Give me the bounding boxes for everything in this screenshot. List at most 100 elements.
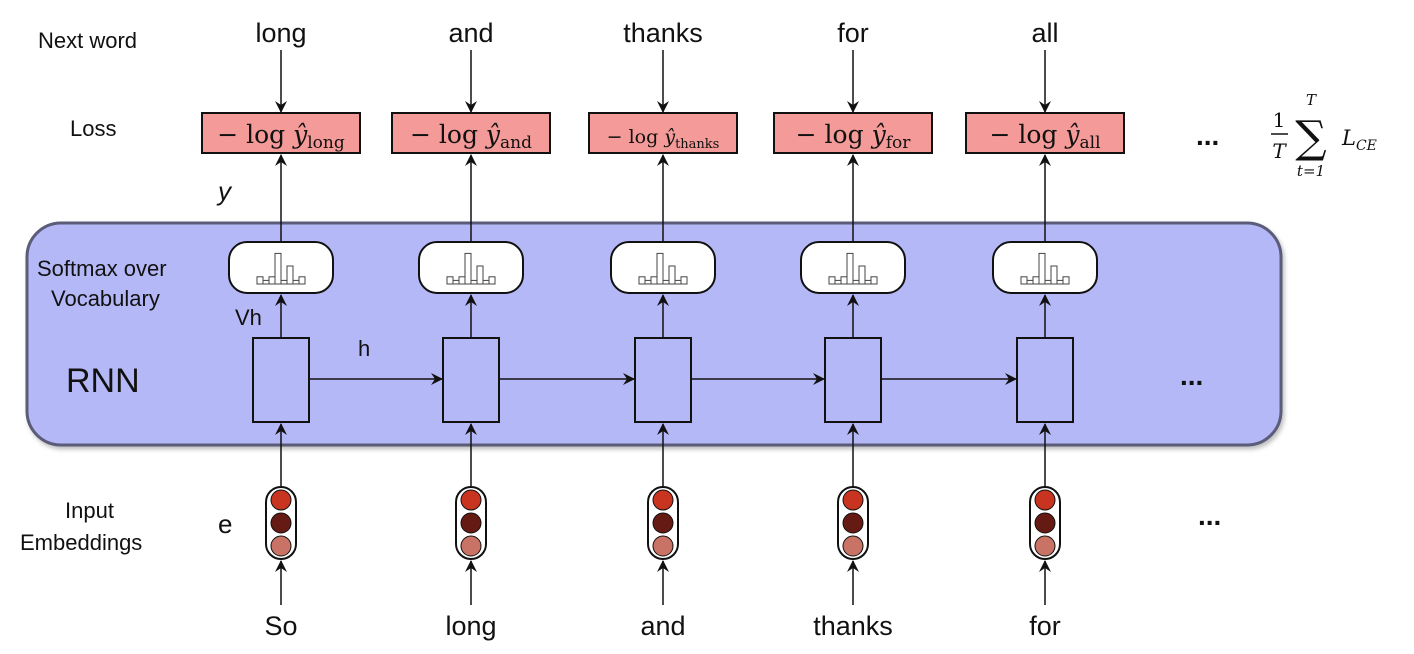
ellipsis-rnn: ... <box>1180 360 1203 391</box>
total-loss-formula: 1 T T ∑ t=1 LCE <box>1271 91 1377 180</box>
loss-yhat: ŷ <box>663 126 675 148</box>
formula-denominator: T <box>1272 139 1287 163</box>
softmax-bar <box>476 265 484 285</box>
embedding-dot <box>652 512 674 534</box>
embedding-dot <box>460 535 482 557</box>
input-word-label: for <box>1029 611 1061 641</box>
softmax-bar <box>1062 276 1070 285</box>
softmax-bar <box>262 279 270 285</box>
embedding-dot <box>1034 489 1056 511</box>
rnn-container <box>25 221 1283 447</box>
symbol-h: h <box>358 336 370 361</box>
input-word-label: and <box>640 611 685 641</box>
embedding-dot <box>652 535 674 557</box>
embedding-dot <box>1034 512 1056 534</box>
ellipsis-input: ... <box>1198 500 1221 531</box>
softmax-bar <box>668 265 676 285</box>
formula-term-L: L <box>1341 126 1356 150</box>
softmax-bar <box>470 279 478 285</box>
loss-subscript: all <box>1080 133 1101 153</box>
formula-term-subscript: CE <box>1356 138 1377 154</box>
label-rnn: RNN <box>66 362 140 400</box>
softmax-bar <box>464 252 472 285</box>
next-word-label: long <box>255 18 306 48</box>
next-word-label: all <box>1031 18 1058 48</box>
formula-sum: ∑ <box>1295 112 1326 163</box>
softmax-bar <box>662 279 670 285</box>
loss-yhat: ŷ <box>871 120 887 149</box>
loss-box <box>773 112 933 154</box>
softmax-bar <box>656 252 664 285</box>
formula-term: LCE <box>1341 126 1377 154</box>
loss-box <box>965 112 1125 154</box>
next-word-label: thanks <box>623 18 703 48</box>
softmax-bar <box>452 279 460 285</box>
loss-log: − log <box>989 120 1065 149</box>
ellipsis-loss: ... <box>1196 120 1219 151</box>
softmax-bar <box>1020 276 1028 285</box>
softmax-bar <box>482 279 490 285</box>
symbol-vh: Vh <box>235 305 262 330</box>
softmax-bar <box>828 276 836 285</box>
softmax-bar <box>650 276 658 285</box>
embedding-dot <box>1034 535 1056 557</box>
embedding-dot <box>842 535 864 557</box>
formula-numerator: 1 <box>1273 108 1286 132</box>
symbol-y: y <box>216 176 233 206</box>
embedding-dot <box>842 489 864 511</box>
softmax-bar <box>256 276 264 285</box>
embedding-dot <box>270 512 292 534</box>
next-word-label: and <box>448 18 493 48</box>
loss-formula: − log ŷand <box>410 120 532 153</box>
loss-formula: − log ŷlong <box>217 120 345 153</box>
loss-subscript: long <box>307 133 345 153</box>
loss-formula: − log ŷall <box>989 120 1100 153</box>
loss-log: − log <box>410 120 486 149</box>
rnn-cell <box>634 337 692 423</box>
loss-log: − log <box>607 126 665 148</box>
softmax-bar <box>858 265 866 285</box>
input-word-label: thanks <box>813 611 893 641</box>
rnn-cell <box>252 337 310 423</box>
embedding-dot <box>460 489 482 511</box>
softmax-bar <box>840 276 848 285</box>
embedding-dot <box>270 489 292 511</box>
label-next-word: Next word <box>38 28 137 53</box>
label-input-line2: Embeddings <box>20 530 142 555</box>
softmax-bar <box>680 276 688 285</box>
softmax-bar <box>1044 279 1052 285</box>
softmax-bar <box>834 279 842 285</box>
softmax-bar <box>274 252 282 285</box>
loss-formula: − log ŷthanks <box>607 126 720 152</box>
loss-subscript: thanks <box>675 137 719 152</box>
input-word-label: So <box>264 611 297 641</box>
softmax-bar <box>268 276 276 285</box>
next-word-label: for <box>837 18 869 48</box>
loss-formula: − log ŷfor <box>796 120 912 153</box>
loss-subscript: and <box>500 133 532 153</box>
loss-yhat: ŷ <box>1064 120 1080 149</box>
softmax-bar <box>280 279 288 285</box>
loss-log: − log <box>796 120 872 149</box>
softmax-bar <box>864 279 872 285</box>
softmax-bar <box>1050 265 1058 285</box>
softmax-bar <box>458 276 466 285</box>
softmax-bar <box>1056 279 1064 285</box>
label-softmax-line2: Vocabulary <box>51 286 160 311</box>
softmax-bar <box>846 252 854 285</box>
softmax-bar <box>446 276 454 285</box>
embedding-dot <box>842 512 864 534</box>
softmax-bar <box>852 279 860 285</box>
rnn-cell <box>442 337 500 423</box>
label-input-line1: Input <box>65 498 114 523</box>
loss-log: − log <box>217 120 293 149</box>
softmax-bar <box>1038 252 1046 285</box>
softmax-bar <box>1032 276 1040 285</box>
softmax-bar <box>292 279 300 285</box>
